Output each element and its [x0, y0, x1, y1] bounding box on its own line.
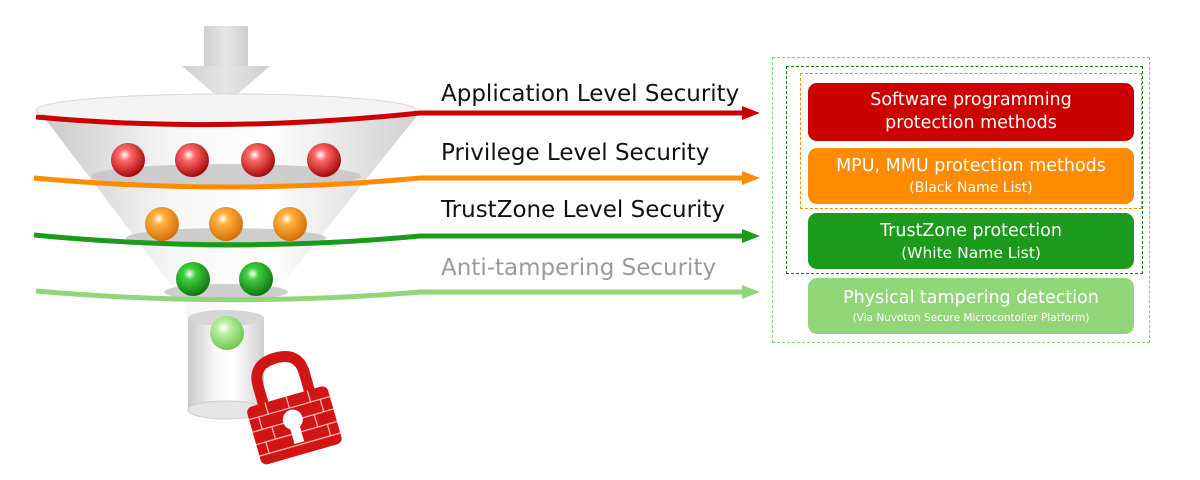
layer-label-anti-tampering: Anti-tampering Security	[441, 255, 717, 281]
outer-frame	[772, 57, 1150, 343]
layer-label-privilege: Privilege Level Security	[441, 140, 710, 166]
box-line1: Physical tampering detection	[843, 287, 1099, 308]
box-line1: MPU, MMU protection methods	[836, 155, 1106, 176]
down-arrow-icon	[182, 26, 270, 104]
sphere-icon	[273, 207, 307, 241]
orange-balls	[145, 207, 307, 241]
sphere-icon	[145, 207, 179, 241]
sphere-icon	[111, 143, 145, 177]
padlock-icon	[247, 351, 342, 465]
sphere-icon	[307, 143, 341, 177]
box-line2: (Black Name List)	[909, 179, 1033, 196]
sphere-icon	[239, 262, 273, 296]
sphere-icon	[176, 262, 210, 296]
band-trustzone	[33, 229, 760, 248]
sphere-icon	[209, 207, 243, 241]
band-anti-tampering	[35, 285, 760, 303]
light-green-ball	[210, 316, 244, 350]
layer-label-trustzone: TrustZone Level Security	[441, 197, 726, 223]
box-software-protection: Software programming protection methods	[808, 83, 1134, 141]
inner-frame	[800, 73, 1142, 209]
box-line2: protection methods	[885, 113, 1057, 133]
box-line2: (Via Nuvoton Secure Microcontoller Platf…	[852, 311, 1090, 324]
layer-label-application: Application Level Security	[441, 81, 740, 107]
box-mpu-mmu-protection: MPU, MMU protection methods (Black Name …	[808, 148, 1134, 204]
sphere-icon	[241, 143, 275, 177]
middle-frame	[786, 66, 1143, 274]
box-physical-tampering: Physical tampering detection (Via Nuvoto…	[808, 278, 1134, 334]
box-trustzone-protection: TrustZone protection (White Name List)	[808, 213, 1134, 269]
box-line1: Software programming	[870, 90, 1072, 110]
box-line1: TrustZone protection	[880, 220, 1062, 241]
funnel	[35, 93, 420, 420]
sphere-icon	[210, 316, 244, 350]
box-line2: (White Name List)	[901, 243, 1041, 262]
band-application	[35, 106, 760, 128]
green-balls	[176, 262, 273, 296]
red-balls	[111, 143, 341, 177]
sphere-icon	[175, 143, 209, 177]
band-privilege	[33, 171, 760, 190]
